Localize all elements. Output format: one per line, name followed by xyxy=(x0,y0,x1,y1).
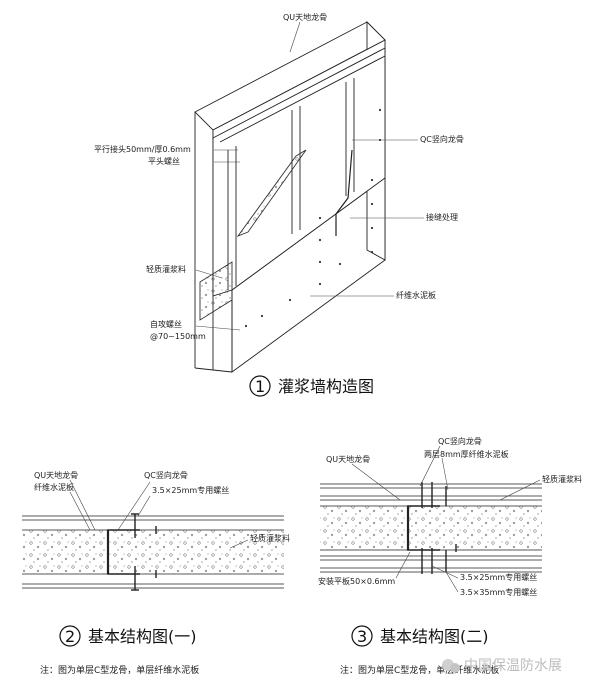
fig1-label-fiber-board: 纤维水泥板 xyxy=(396,290,436,300)
fig2-caption-number: 2 xyxy=(65,627,75,646)
fig2-label-qu: QU天地龙骨 xyxy=(34,470,78,480)
fig1-wall-3d xyxy=(194,20,386,373)
fig3-label-double-board: 两层8mm厚纤维水泥板 xyxy=(424,449,509,459)
fig1-board-seam xyxy=(335,149,353,236)
fig1-caption: 灌浆墙构造图 xyxy=(278,377,374,396)
fig2-section xyxy=(22,513,284,591)
fig1-cutaway xyxy=(212,39,386,297)
fig2-caption-circle xyxy=(59,625,81,647)
fig2-label-screw: 3.5×25mm专用螺丝 xyxy=(152,485,229,495)
fig1-leaders xyxy=(195,21,424,331)
fig3-caption-circle xyxy=(351,625,373,647)
fig3-label-screw25: 3.5×25mm专用螺丝 xyxy=(460,572,537,582)
fig1-label-qc-vertical: QC竖向龙骨 xyxy=(420,134,464,144)
watermark-text: 中国保温防水展 xyxy=(464,658,562,674)
fig3-label-screw35: 3.5×35mm专用螺丝 xyxy=(460,587,537,597)
fig1-label-light-grout: 轻质灌浆料 xyxy=(146,264,186,274)
fig3-caption-number: 3 xyxy=(357,627,367,646)
fig2-label-qc: QC竖向龙骨 xyxy=(144,470,188,480)
fig1-grout-band xyxy=(236,149,307,237)
fig2-note: 注：图为单层C型龙骨，单层纤维水泥板 xyxy=(40,664,199,676)
fig3-label-qc: QC竖向龙骨 xyxy=(438,436,482,446)
fig3-grout-core xyxy=(320,506,542,550)
fig3-leaders xyxy=(351,445,541,593)
fig1-caption-number: 1 xyxy=(255,377,265,396)
fig2-grout-core xyxy=(22,530,284,574)
fig2-leaders xyxy=(69,479,249,549)
fig1-caption-circle xyxy=(249,375,271,397)
fig3-label-grout: 轻质灌浆料 xyxy=(542,474,582,484)
fig1-label-flat-screw: 平头螺丝 xyxy=(148,156,180,166)
fig1-label-joint-treatment: 接缝处理 xyxy=(426,212,458,222)
fig1-screw-dots xyxy=(244,108,382,328)
fig3-label-qu: QU天地龙骨 xyxy=(326,454,370,464)
fig3-section xyxy=(320,482,542,574)
fig1-label-self-tap-screw: 自攻螺丝 xyxy=(150,319,182,329)
fig2-caption: 基本结构图(一) xyxy=(88,627,197,646)
fig2-label-fiber: 纤维水泥板 xyxy=(34,482,74,492)
fig3-caption: 基本结构图(二) xyxy=(380,627,489,646)
fig1-label-screw-spacing: @70~150mm xyxy=(150,332,206,341)
fig1-label-parallel-joint: 平行接头50mm/厚0.6mm xyxy=(94,144,191,154)
fig1-label-qu-top: QU天地龙骨 xyxy=(283,12,327,22)
fig2-label-grout: 轻质灌浆料 xyxy=(250,533,290,543)
watermark-logo-icon xyxy=(442,659,460,673)
fig3-label-plate: 安装平板50×0.6mm xyxy=(318,576,395,586)
